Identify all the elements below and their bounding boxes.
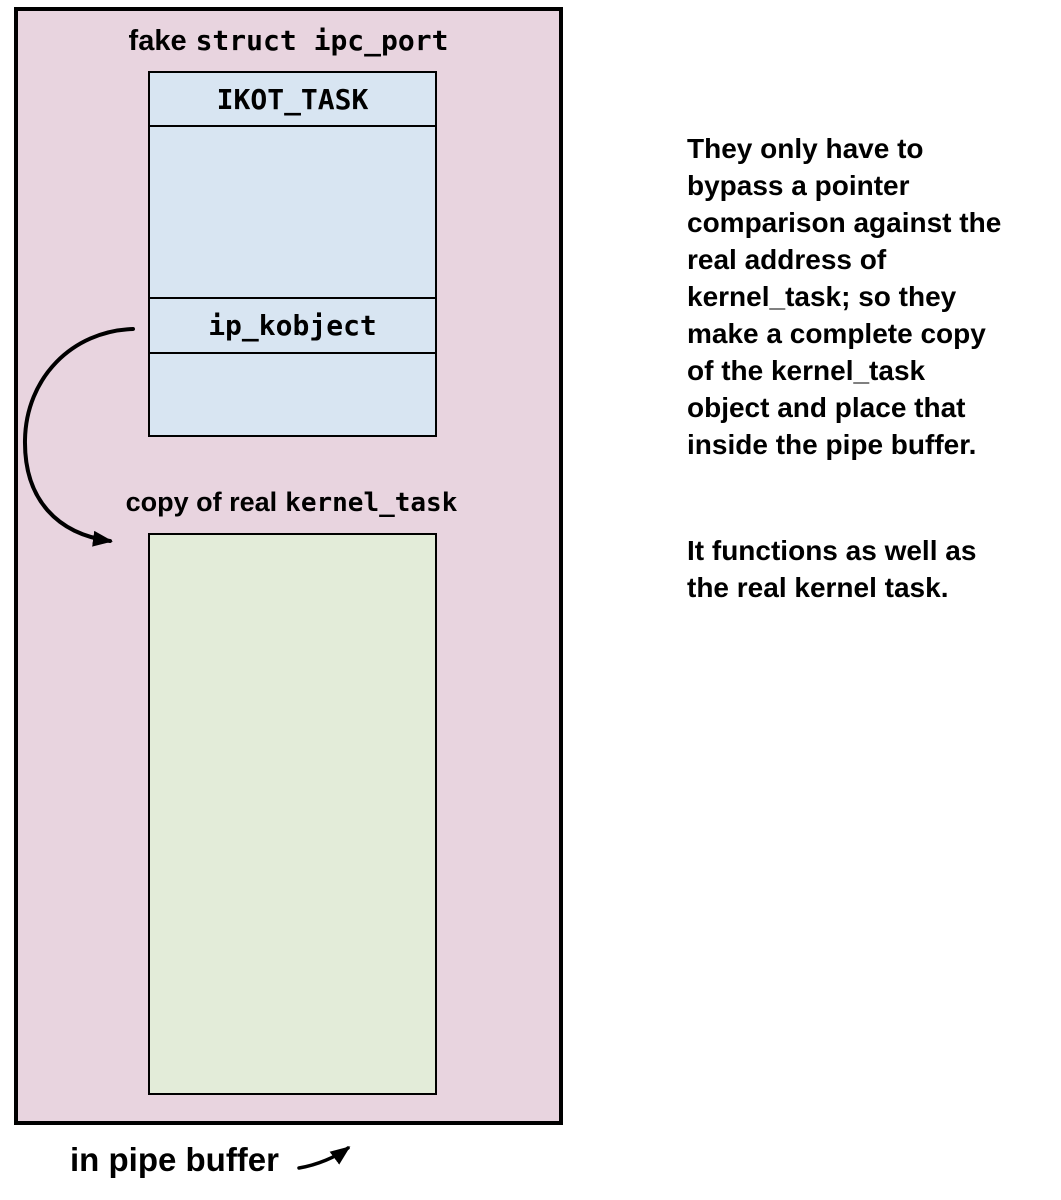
annotation-paragraph-2: It functions as well as the real kernel … [687, 535, 977, 603]
title-code: struct ipc_port [195, 24, 449, 57]
struct-row-ip-kobject: ip_kobject [150, 299, 435, 354]
copy-label-prefix: copy of real [125, 487, 278, 517]
kernel-task-copy-box [148, 533, 437, 1095]
pipe-buffer-arrow [297, 1146, 351, 1170]
copy-label-code: kernel_task [285, 488, 458, 518]
pipe-buffer-label: in pipe buffer [70, 1141, 279, 1178]
struct-row-ikot-task: IKOT_TASK [150, 73, 435, 127]
annotation-text: They only have to bypass a pointer compa… [687, 93, 1057, 643]
fake-ipc-port-struct: IKOT_TASK ip_kobject [148, 71, 437, 437]
struct-row-spacer-2 [150, 354, 435, 435]
annotation-paragraph-1: They only have to bypass a pointer compa… [687, 133, 1002, 460]
title-prefix: fake [128, 25, 187, 57]
struct-row-spacer-1 [150, 127, 435, 299]
